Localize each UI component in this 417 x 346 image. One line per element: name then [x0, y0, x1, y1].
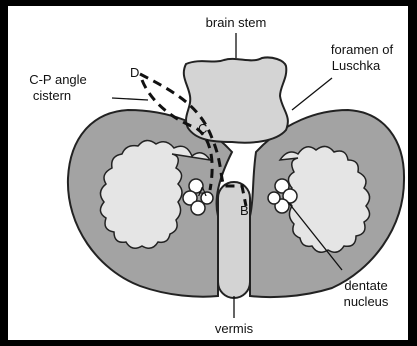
- label-cp-angle-line2: cistern: [33, 88, 71, 103]
- label-vermis: vermis: [215, 321, 254, 336]
- label-cp-angle-line1: C-P angle: [29, 72, 87, 87]
- label-foramen-line2: Luschka: [332, 58, 381, 73]
- label-brain-stem: brain stem: [206, 15, 267, 30]
- point-label-c: C: [198, 121, 207, 136]
- label-foramen-line1: foramen of: [331, 42, 394, 57]
- point-label-b: B: [240, 203, 249, 218]
- point-label-a: A: [198, 184, 207, 199]
- point-label-d: D: [130, 65, 139, 80]
- label-dentate-line1: dentate: [344, 278, 387, 293]
- label-dentate-line2: nucleus: [344, 294, 389, 309]
